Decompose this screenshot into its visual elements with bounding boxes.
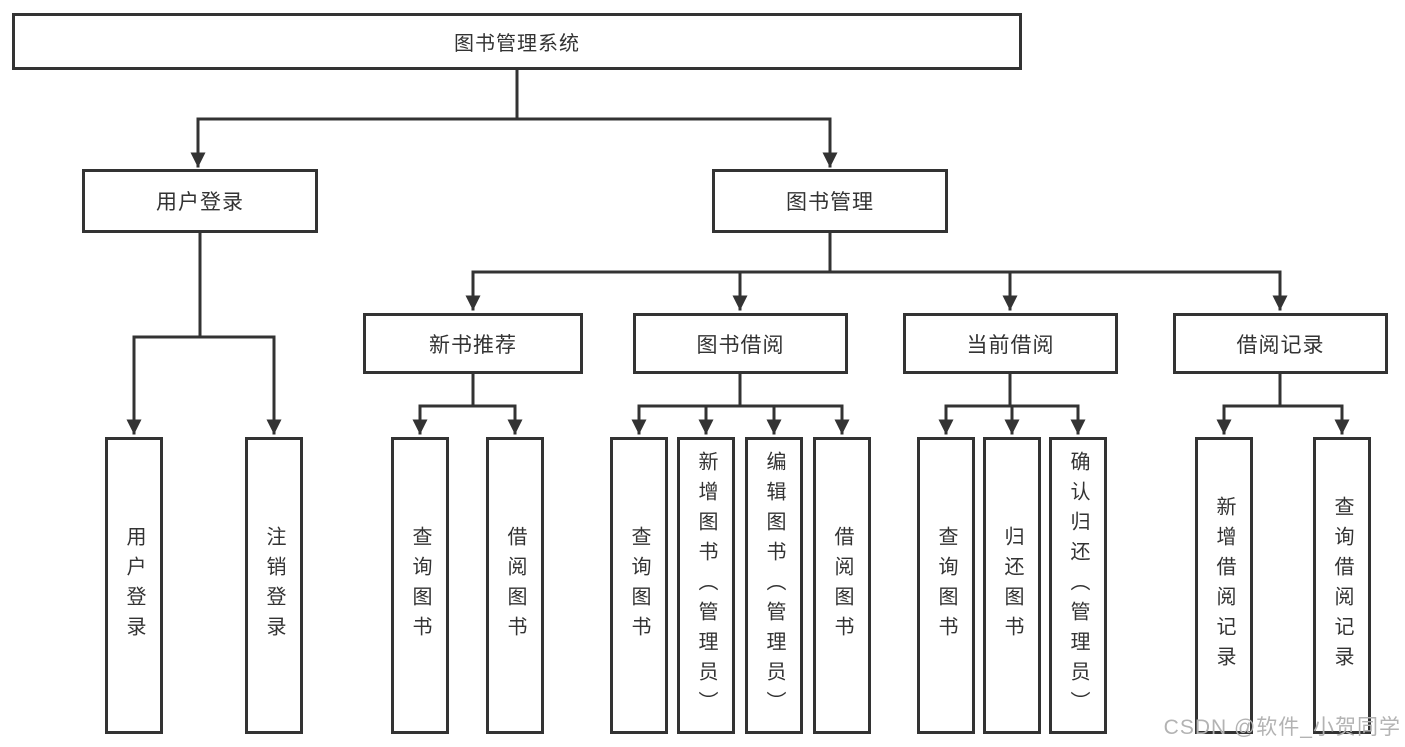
leaf-cb-return-books: 归还图书 bbox=[983, 437, 1041, 734]
leaf-bb-edit-books-admin: 编辑图书（管理员） bbox=[745, 437, 803, 734]
node-current-borrow: 当前借阅 bbox=[903, 313, 1118, 374]
node-book-management: 图书管理 bbox=[712, 169, 948, 233]
leaf-nb-borrow-books: 借阅图书 bbox=[486, 437, 544, 734]
node-current-borrow-label: 当前借阅 bbox=[966, 333, 1055, 357]
node-library-system-label: 图书管理系统 bbox=[454, 33, 580, 55]
node-user-login-label: 用户登录 bbox=[156, 191, 244, 214]
leaf-bb-add-books-admin-label: 新增图书（管理员） bbox=[695, 450, 717, 721]
leaf-bb-query-books: 查询图书 bbox=[610, 437, 668, 734]
node-borrow-records-label: 借阅记录 bbox=[1236, 333, 1325, 357]
leaf-bb-edit-books-admin-label: 编辑图书（管理员） bbox=[763, 450, 785, 721]
leaf-nb-query-books-label: 查询图书 bbox=[409, 525, 431, 646]
leaf-cb-return-books-label: 归还图书 bbox=[1001, 525, 1023, 646]
leaf-bb-borrow-books: 借阅图书 bbox=[813, 437, 871, 734]
leaf-nb-borrow-books-label: 借阅图书 bbox=[504, 525, 526, 646]
watermark: CSDN @软件_小贺同学 bbox=[1163, 716, 1401, 739]
leaf-cb-query-books: 查询图书 bbox=[917, 437, 975, 734]
node-book-management-label: 图书管理 bbox=[786, 191, 874, 214]
node-library-system: 图书管理系统 bbox=[12, 13, 1022, 70]
leaf-logout-label: 注销登录 bbox=[263, 525, 285, 646]
leaf-user-login: 用户登录 bbox=[105, 437, 163, 734]
leaf-br-add-record-label: 新增借阅记录 bbox=[1213, 495, 1235, 676]
leaf-user-login-label: 用户登录 bbox=[123, 525, 145, 646]
connector-trunks bbox=[132, 68, 1344, 408]
node-book-borrow: 图书借阅 bbox=[633, 313, 848, 374]
leaf-br-query-record: 查询借阅记录 bbox=[1313, 437, 1371, 734]
leaf-bb-borrow-books-label: 借阅图书 bbox=[831, 525, 853, 646]
node-new-book-recommend: 新书推荐 bbox=[363, 313, 583, 374]
leaf-nb-query-books: 查询图书 bbox=[391, 437, 449, 734]
leaf-cb-confirm-return-admin-label: 确认归还（管理员） bbox=[1067, 450, 1089, 721]
node-user-login: 用户登录 bbox=[82, 169, 318, 233]
node-new-book-recommend-label: 新书推荐 bbox=[429, 333, 517, 357]
leaf-cb-confirm-return-admin: 确认归还（管理员） bbox=[1049, 437, 1107, 734]
leaf-logout: 注销登录 bbox=[245, 437, 303, 734]
node-book-borrow-label: 图书借阅 bbox=[696, 333, 785, 357]
node-borrow-records: 借阅记录 bbox=[1173, 313, 1388, 374]
leaf-br-query-record-label: 查询借阅记录 bbox=[1331, 495, 1353, 676]
leaf-bb-add-books-admin: 新增图书（管理员） bbox=[677, 437, 735, 734]
leaf-cb-query-books-label: 查询图书 bbox=[935, 525, 957, 646]
leaf-br-add-record: 新增借阅记录 bbox=[1195, 437, 1253, 734]
leaf-bb-query-books-label: 查询图书 bbox=[628, 525, 650, 646]
